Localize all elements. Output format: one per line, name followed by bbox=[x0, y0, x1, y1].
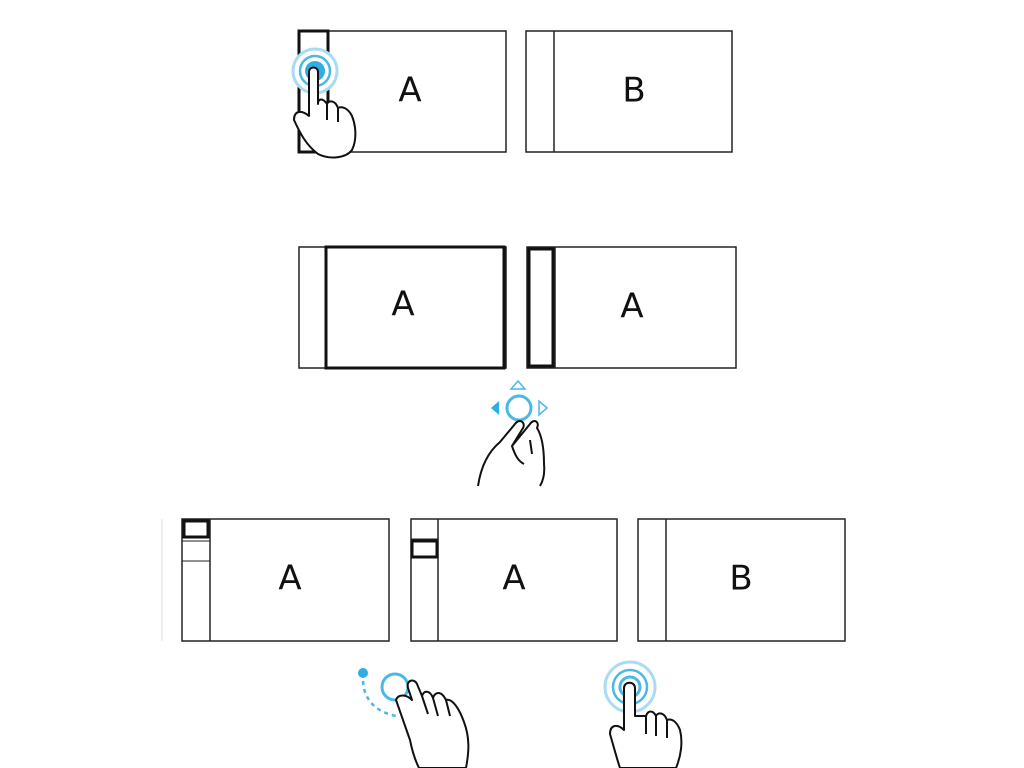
row2-screen-right-label: A bbox=[620, 287, 643, 327]
row2-sidebar-highlight[interactable] bbox=[527, 247, 555, 368]
row3-screen-3-label: B bbox=[729, 559, 752, 599]
row3-screen-1[interactable]: A bbox=[161, 518, 390, 642]
row1-sidebar-highlight[interactable] bbox=[297, 29, 330, 154]
swipe-hand-icon bbox=[358, 668, 470, 768]
row1-screen-b[interactable]: B bbox=[525, 30, 733, 153]
row-1: A B bbox=[291, 29, 733, 159]
row3-screen-3[interactable]: B bbox=[637, 518, 846, 642]
row3-screen-1-label: A bbox=[278, 559, 301, 599]
row3-screen-1-thumb-highlight[interactable] bbox=[182, 519, 210, 539]
row2-screen-left-label: A bbox=[391, 285, 414, 325]
row1-screen-b-label: B bbox=[622, 71, 645, 111]
row3-screen-2[interactable]: A bbox=[410, 518, 618, 642]
tap-hold-hand-icon bbox=[291, 47, 357, 159]
row3-screen-2-label: A bbox=[502, 559, 525, 599]
row2-screen-left[interactable]: A bbox=[298, 245, 507, 370]
row2-screen-right[interactable]: A bbox=[526, 246, 737, 369]
row-3: A A B bbox=[161, 518, 846, 768]
drag-direction-hand-icon bbox=[477, 379, 549, 487]
tap-hand-icon bbox=[603, 660, 683, 768]
row3-screen-2-thumb-highlight[interactable] bbox=[410, 539, 439, 559]
row2-content-highlight[interactable] bbox=[324, 245, 506, 370]
row-2: A A bbox=[298, 245, 737, 487]
row1-screen-a-label: A bbox=[398, 71, 421, 111]
